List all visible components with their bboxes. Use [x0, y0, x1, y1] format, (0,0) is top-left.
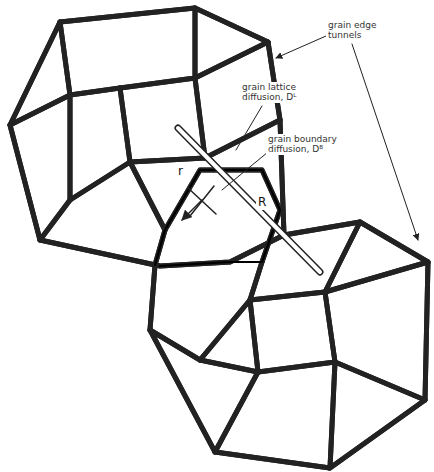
callout-label: grain edge tunnels	[326, 20, 384, 41]
dimension-label: r	[176, 165, 185, 179]
leader-line	[222, 36, 418, 240]
shared-face	[155, 170, 280, 266]
diffusion-cross	[182, 186, 216, 220]
dimension-label: R	[256, 196, 268, 210]
callout-label: grain boundary diffusion, Dᴮ	[266, 134, 350, 155]
grain-edges	[10, 8, 428, 468]
callout-label: grain lattice diffusion, Dᴸ	[240, 82, 320, 103]
